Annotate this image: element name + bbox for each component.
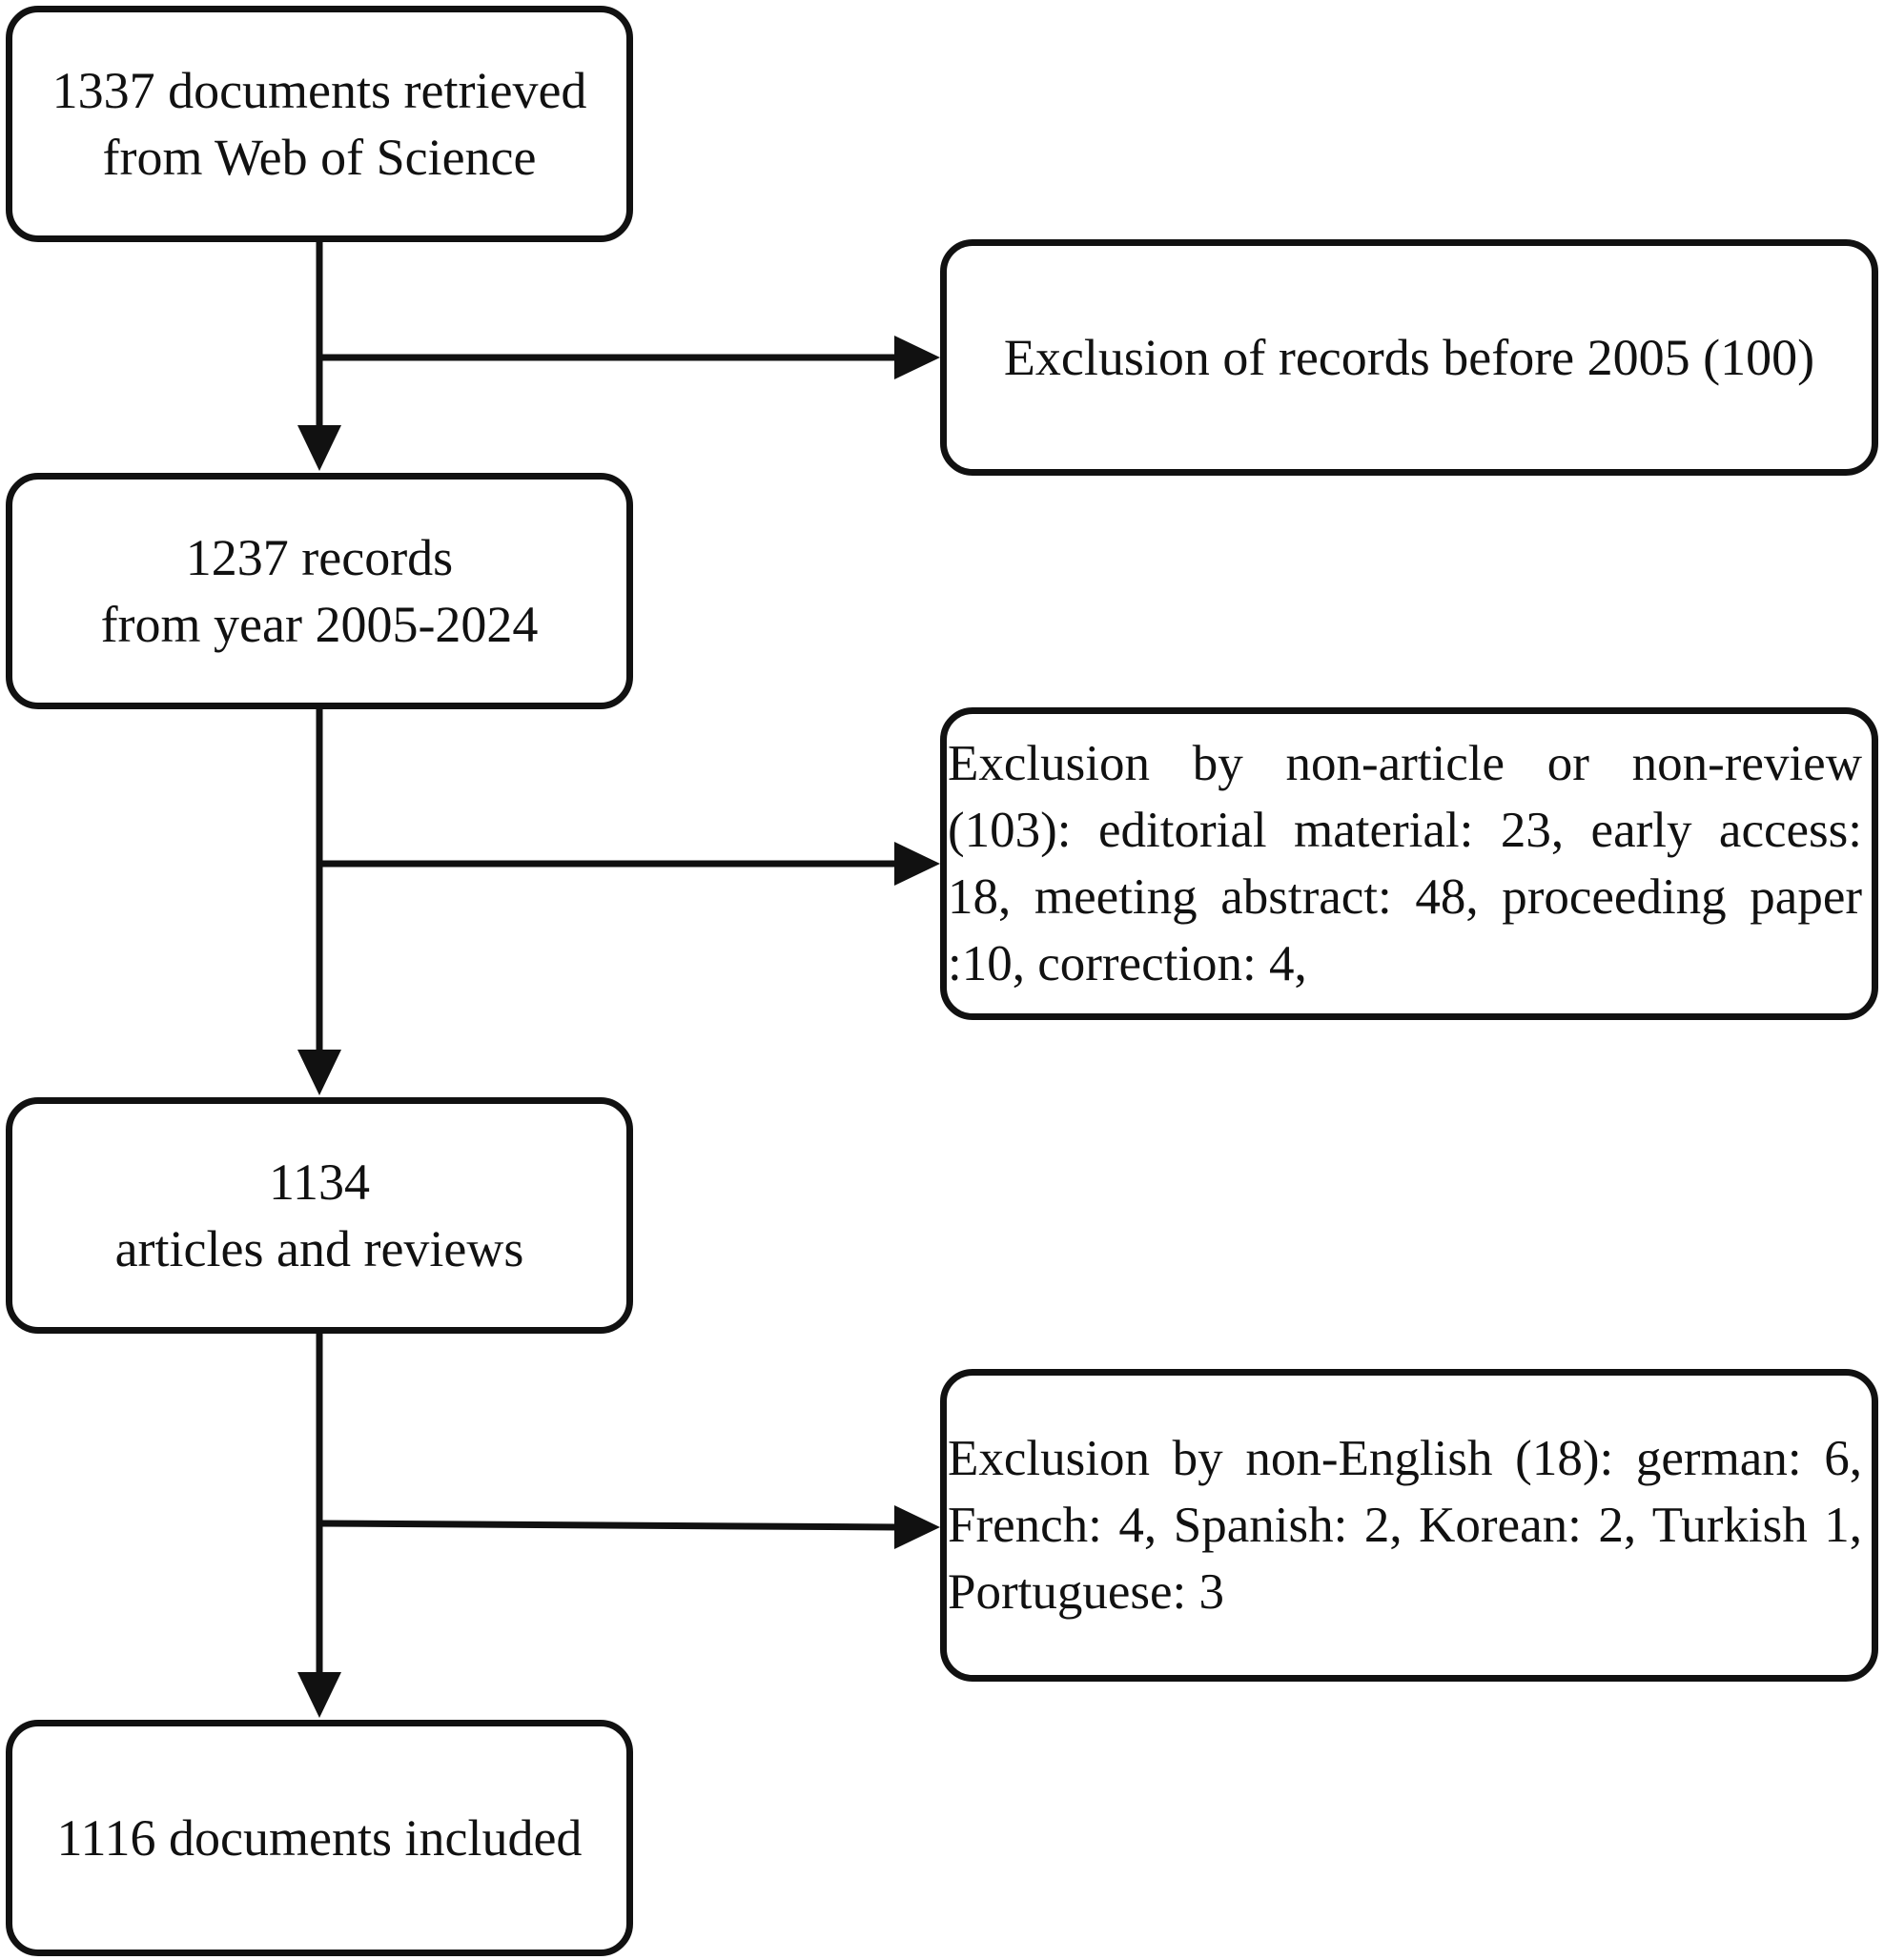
branch-line-3 <box>318 1520 899 1531</box>
exclusion-box-non-english: Exclusion by non-English (18): german: 6… <box>940 1369 1878 1682</box>
arrow-head-down-3 <box>297 1672 341 1718</box>
box-documents-included: 1116 documents included <box>6 1720 633 1956</box>
exclusion-box-before-2005: Exclusion of records before 2005 (100) <box>940 239 1878 476</box>
box-documents-retrieved-line1: 1337 documents retrieved <box>51 62 587 119</box>
box-documents-retrieved-line2: from Web of Science <box>102 129 537 186</box>
arrow-head-down-2 <box>297 1050 341 1095</box>
exclusion-non-article-text: Exclusion by non-article or non-review (… <box>948 736 1862 991</box>
box-included-line1: 1116 documents included <box>56 1809 583 1867</box>
arrow-head-down-1 <box>297 425 341 471</box>
box-records-line2: from year 2005-2024 <box>100 596 539 653</box>
exclusion-before-2005-text: Exclusion of records before 2005 (100) <box>1003 329 1815 386</box>
box-documents-retrieved: 1337 documents retrieved from Web of Sci… <box>6 6 633 242</box>
box-articles-and-reviews: 1134 articles and reviews <box>6 1097 633 1334</box>
exclusion-box-non-article: Exclusion by non-article or non-review (… <box>940 707 1878 1020</box>
arrow-head-right-3 <box>894 1505 940 1549</box>
exclusion-non-english-text: Exclusion by non-English (18): german: 6… <box>948 1431 1862 1620</box>
box-records-line1: 1237 records <box>185 529 454 586</box>
arrow-head-right-2 <box>894 842 940 886</box>
box-articles-line2: articles and reviews <box>114 1220 524 1277</box>
arrow-head-right-1 <box>894 336 940 379</box>
box-articles-line1: 1134 <box>269 1154 370 1211</box>
box-records-2005-2024: 1237 records from year 2005-2024 <box>6 473 633 709</box>
